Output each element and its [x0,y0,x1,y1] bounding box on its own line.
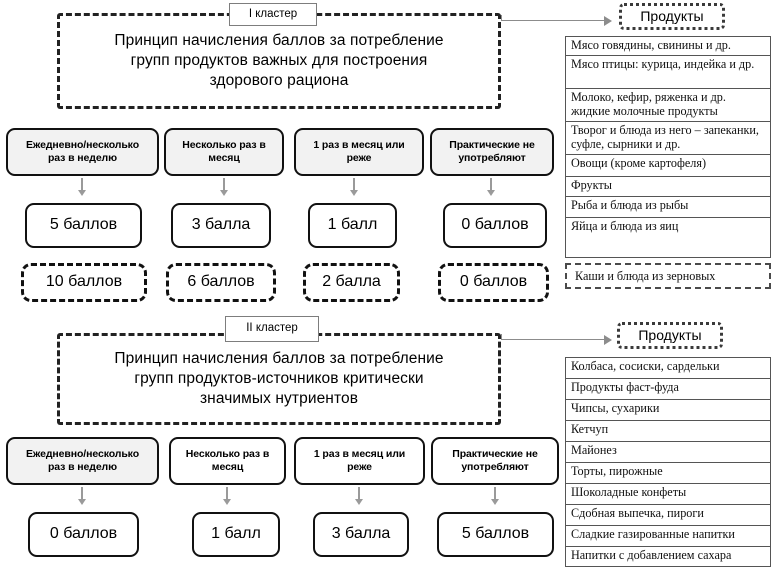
cluster-1-arrow-head-2 [220,190,228,196]
cluster-1-connector-horizontal [501,20,605,22]
cluster-2-frequency-4-line-2: употребляют [461,461,529,473]
cluster-1-frequency-box-1: Ежедневно/несколько раз в неделю [6,128,159,176]
table-row: Мясо птицы: курица, индейка и др. [566,56,770,89]
cluster-2-frame: Принцип начисления баллов за потребление… [57,333,501,425]
cluster-2-score-box-4: 5 баллов [437,512,554,557]
cluster-1-frequency-3-line-1: 1 раз в месяц или [313,138,405,151]
cluster-2-frequency-box-2: Несколько раз в месяц [169,437,286,485]
cluster-2-arrow-line-3 [358,487,360,501]
cluster-1-arrow-line-3 [353,178,355,192]
table-row: Рыба и блюда из рыбы [566,197,770,218]
cluster-1-arrow-line-4 [490,178,492,192]
cluster-1-frequency-box-4: Практические не употребляют [430,128,554,176]
cluster-1-bonus-score-box-3: 2 балла [303,263,400,302]
cluster-2-frequency-2-line-1: Несколько раз в [185,447,270,460]
cluster-1-title-line-2: групп продуктов важных для построения [130,52,428,70]
table-row: Продукты фаст-фуда [566,379,770,400]
cluster-2-title-line-2: групп продуктов-источников критически [134,370,424,388]
cluster-1-arrow-head-1 [78,190,86,196]
cluster-2-score-box-1: 0 баллов [28,512,139,557]
table-row: Кетчуп [566,421,770,442]
cluster-1-score-box-1: 5 баллов [25,203,142,248]
cluster-1-frequency-4-line-2: употребляют [458,152,526,164]
table-row: Колбаса, сосиски, сардельки [566,358,770,379]
cluster-2-score-box-3: 3 балла [313,512,409,557]
cluster-2-frequency-1-line-2: раз в неделю [47,461,117,473]
table-row: Напитки с добавлением сахара [571,548,732,562]
cluster-2-connector-horizontal [501,339,605,341]
cluster-2-title-line-3: значимых нутриентов [199,389,359,407]
cluster-1-title-line-3: здорового рациона [209,71,349,89]
cluster-1-arrow-line-2 [223,178,225,192]
cluster-2-connector-vertical [501,334,503,340]
cluster-2-arrow-line-2 [226,487,228,501]
table-row: Молоко, кефир, ряженка и др. жидкие моло… [566,89,770,122]
cluster-2-arrow-head-4 [491,499,499,505]
cluster-1-products-extra: Каши и блюда из зерновых [565,263,771,289]
table-row: Шоколадные конфеты [566,484,770,505]
cluster-2-frequency-1-line-1: Ежедневно/несколько [25,447,140,460]
cluster-1-bonus-score-box-1: 10 баллов [21,263,147,302]
cluster-1-frequency-1-line-1: Ежедневно/несколько [25,138,140,151]
cluster-1-frequency-4-line-1: Практические не [449,138,535,151]
cluster-1-score-box-4: 0 баллов [443,203,547,248]
cluster-2-products-table: Колбаса, сосиски, сардельки Продукты фас… [565,357,771,567]
cluster-2-frequency-4-line-1: Практические не [452,447,538,460]
cluster-1-connector-arrowhead [604,16,612,26]
cluster-2-frequency-box-1: Ежедневно/несколько раз в неделю [6,437,159,485]
cluster-2-frequency-box-4: Практические не употребляют [431,437,559,485]
cluster-2-score-box-2: 1 балл [192,512,280,557]
cluster-1-bonus-score-box-4: 0 баллов [438,263,549,302]
cluster-1-frame: Принцип начисления баллов за потребление… [57,13,501,109]
table-row: Чипсы, сухарики [566,400,770,421]
table-row: Овощи (кроме картофеля) [566,155,770,177]
cluster-2-products-header: Продукты [617,322,723,349]
cluster-2-frequency-3-line-1: 1 раз в месяц или [313,447,406,460]
cluster-1-arrow-head-4 [487,190,495,196]
cluster-1-frequency-1-line-2: раз в неделю [47,152,117,164]
cluster-1-bonus-score-box-2: 6 баллов [166,263,276,302]
cluster-1-products-header: Продукты [619,3,725,30]
cluster-2-arrow-head-3 [355,499,363,505]
cluster-2-frequency-box-3: 1 раз в месяц или реже [294,437,425,485]
cluster-1-title-line-1: Принцип начисления баллов за потребление [114,32,444,50]
cluster-1-frequency-2-line-2: месяц [208,152,240,164]
cluster-1-products-table: Мясо говядины, свинины и др. Мясо птицы:… [565,36,771,258]
table-row: Сладкие газированные напитки [566,526,770,547]
cluster-2-connector-arrowhead [604,335,612,345]
cluster-2-arrow-head-2 [223,499,231,505]
cluster-1-arrow-head-3 [350,190,358,196]
cluster-1-frequency-box-2: Несколько раз в месяц [164,128,284,176]
table-row: Сдобная выпечка, пироги [566,505,770,526]
table-row: Торты, пирожные [566,463,770,484]
cluster-1-tag: I кластер [229,3,317,26]
cluster-2-tag: II кластер [225,316,319,342]
cluster-1-connector-vertical [501,15,503,21]
cluster-2-arrow-line-4 [494,487,496,501]
cluster-1-frequency-box-3: 1 раз в месяц или реже [294,128,424,176]
table-row: Яйца и блюда из яиц [571,219,679,233]
cluster-1-frequency-2-line-1: Несколько раз в [182,138,266,151]
table-row: Майонез [566,442,770,463]
cluster-2-arrow-line-1 [81,487,83,501]
cluster-2-title-line-1: Принцип начисления баллов за потребление [114,350,444,368]
cluster-2-arrow-head-1 [78,499,86,505]
cluster-2-frequency-2-line-2: месяц [211,461,244,473]
cluster-1-score-box-2: 3 балла [171,203,271,248]
cluster-2-frequency-3-line-2: реже [347,461,372,473]
table-row: Творог и блюда из него – запеканки, суфл… [566,122,770,155]
table-row: Мясо говядины, свинины и др. [566,37,770,56]
cluster-1-arrow-line-1 [81,178,83,192]
table-row: Фрукты [566,177,770,197]
cluster-1-score-box-3: 1 балл [308,203,397,248]
cluster-1-frequency-3-line-2: реже [346,152,372,164]
